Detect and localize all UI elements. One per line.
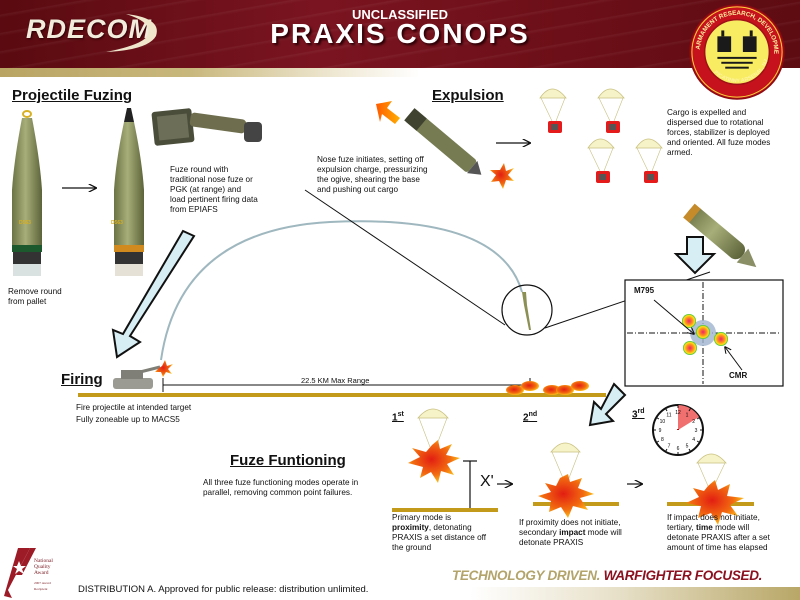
clock-number: 8	[661, 437, 664, 443]
clock-tick	[696, 417, 700, 420]
header-gold-band	[0, 68, 420, 77]
distribution-statement: DISTRIBUTION A. Approved for public rele…	[78, 584, 369, 595]
header-texture	[0, 0, 800, 68]
clock-number: 12	[675, 410, 681, 416]
trajectory-arc	[160, 220, 523, 361]
clock-number: 11	[666, 412, 671, 418]
section-title-fuze-functioning: Fuze Funtioning	[230, 452, 346, 469]
impact-point	[682, 314, 696, 328]
clock-number: 10	[660, 419, 666, 425]
clock-number: 3	[695, 428, 698, 434]
ordinal-first: 1st	[392, 411, 404, 424]
cargo-parachutes-image	[539, 88, 663, 184]
impact-point	[696, 325, 710, 339]
mode-proximity-image	[392, 408, 512, 512]
howitzer-image	[113, 360, 173, 389]
ardec-seal-icon: ARMAMENT RESEARCH, DEVELOPMENT AND ENGIN…	[688, 3, 785, 100]
mode-2-caption: If proximity does not initiate, secondar…	[519, 518, 622, 547]
mode-3-caption: If impact does not initiate, tertiary, t…	[667, 513, 770, 552]
expulsion-projectile-image	[376, 101, 514, 189]
clock-number: 9	[659, 428, 662, 434]
logo-swoosh-icon	[106, 14, 157, 52]
fuze-setter-image	[151, 108, 262, 146]
range-label: 22.5 KM Max Range	[301, 376, 370, 385]
fuze-round-caption: Fuze round with traditional nose fuze or…	[170, 165, 258, 214]
label-m795: M795	[634, 286, 655, 295]
classification-label: UNCLASSIFIED	[351, 7, 449, 22]
tagline-technology: TECHNOLOGY DRIVEN.	[452, 568, 601, 583]
header-banner	[0, 0, 800, 68]
footer-gold-band	[470, 587, 800, 600]
arrow-to-fuze-modes-icon	[588, 382, 627, 427]
clock-number: 4	[692, 437, 695, 443]
clock-number: 5	[686, 444, 689, 450]
ground-bursts-image	[506, 381, 589, 395]
footer-tagline: TECHNOLOGY DRIVEN. WARFIGHTER FOCUSED.	[452, 568, 762, 583]
arrow-to-plot-icon	[673, 236, 717, 275]
award-logo-icon	[4, 548, 36, 598]
firing-caption: Fire projectile at intended target Fully…	[76, 403, 192, 424]
label-cmr: CMR	[729, 371, 748, 380]
rdecom-logo: RDECOM	[26, 14, 152, 44]
height-label: X'	[480, 473, 494, 490]
cargo-expelled-caption: Cargo is expelled and dispersed due to r…	[667, 108, 771, 157]
tagline-warfighter: WARFIGHTER FOCUSED.	[603, 568, 763, 583]
nose-fuze-caption: Nose fuze initiates, setting off expulsi…	[317, 155, 428, 194]
round-marking-2: D563	[111, 220, 123, 226]
impact-plot	[624, 279, 784, 387]
ordinal-second: 2nd	[523, 411, 538, 424]
arrow-to-firing-icon	[111, 229, 196, 359]
clock-tick	[688, 408, 691, 412]
fuze-functioning-caption: All three fuze functioning modes operate…	[203, 478, 359, 497]
clock-tick	[665, 408, 668, 412]
ordinal-third: 3rd	[632, 408, 645, 421]
impact-point	[714, 332, 728, 346]
clock-tick	[656, 440, 660, 443]
clock-tick	[665, 448, 668, 452]
zoom-circle	[501, 284, 553, 336]
section-title-firing: Firing	[61, 371, 103, 388]
projectile-unfuzed-image	[12, 110, 42, 276]
remove-round-caption: Remove round from pallet	[8, 287, 62, 306]
mode-1-caption: Primary mode is proximity, detonating PR…	[392, 513, 487, 552]
projectile-fuzed-image	[114, 108, 144, 276]
clock-tick	[696, 440, 700, 443]
impact-point	[683, 341, 697, 355]
clock-tick	[688, 448, 691, 452]
clock-number: 6	[677, 446, 680, 452]
clock-tick	[656, 417, 660, 420]
clock-number: 7	[668, 444, 671, 450]
page-title: PRAXIS CONOPS	[270, 18, 530, 49]
section-title-projectile-fuzing: Projectile Fuzing	[12, 87, 133, 104]
m795-shell-image	[683, 203, 757, 268]
mode-impact-image	[533, 442, 642, 518]
round-marking-1: D563	[19, 220, 31, 226]
section-title-expulsion: Expulsion	[432, 87, 504, 104]
clock-number: 1	[686, 412, 689, 418]
clock-number: 2	[692, 419, 695, 425]
